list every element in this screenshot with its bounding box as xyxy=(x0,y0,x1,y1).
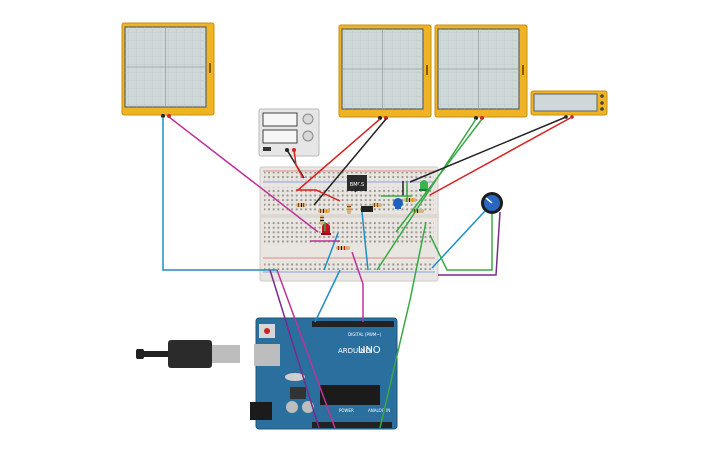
transistor[interactable] xyxy=(361,206,373,212)
led-red[interactable] xyxy=(321,223,331,235)
multimeter[interactable] xyxy=(530,90,608,119)
potentiometer[interactable] xyxy=(481,192,503,214)
resistor-1[interactable] xyxy=(296,203,306,207)
capacitor[interactable] xyxy=(393,198,403,209)
resistor-8[interactable] xyxy=(336,246,350,250)
resistor-2[interactable] xyxy=(318,209,330,213)
resistor-3[interactable] xyxy=(320,215,324,225)
wires xyxy=(162,116,573,429)
ic-label: BMCS xyxy=(350,182,364,188)
resistor-5[interactable] xyxy=(372,203,382,207)
power-supply[interactable] xyxy=(258,108,320,157)
led-green[interactable] xyxy=(419,180,429,191)
oscilloscope-3[interactable] xyxy=(434,24,528,120)
usb-cable[interactable] xyxy=(136,340,240,368)
arduino-brand-label: ARDUINO xyxy=(338,347,371,355)
arduino-uno[interactable]: ARDUINO UNO DIGITAL (PWM~) POWER ANALOG … xyxy=(250,317,398,430)
arduino-power-label: POWER xyxy=(339,408,354,413)
resistor-4[interactable] xyxy=(347,204,351,214)
oscilloscope-2[interactable] xyxy=(338,24,432,120)
oscilloscope-1[interactable] xyxy=(121,22,215,118)
arduino-analog-label: ANALOG IN xyxy=(368,408,390,413)
arduino-digital-label: DIGITAL (PWM~) xyxy=(348,332,382,337)
arduino-model-label: UNO xyxy=(358,345,381,356)
ic-chip[interactable]: BMCS xyxy=(347,175,367,191)
resistor-6[interactable] xyxy=(404,198,416,202)
